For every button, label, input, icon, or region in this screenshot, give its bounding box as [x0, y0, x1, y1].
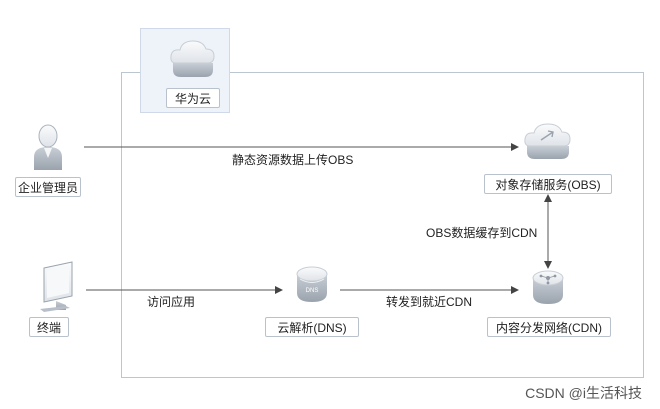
- terminal-label: 终端: [29, 317, 69, 337]
- huawei-cloud-icon: [170, 40, 215, 77]
- admin-person-icon: [34, 124, 62, 170]
- cache-cdn-label: OBS数据缓存到CDN: [426, 226, 538, 240]
- cloud-region-frame: [121, 72, 644, 378]
- enterprise-admin-label: 企业管理员: [15, 177, 81, 197]
- cdn-network-icon: [532, 270, 564, 304]
- dns-icon: DNS: [296, 266, 328, 302]
- obs-label: 对象存储服务(OBS): [484, 174, 612, 194]
- watermark: CSDN @i生活科技: [525, 385, 642, 401]
- forward-cdn-label: 转发到就近CDN: [386, 295, 472, 309]
- upload-obs-label: 静态资源数据上传OBS: [232, 153, 354, 167]
- cdn-label: 内容分发网络(CDN): [487, 317, 611, 337]
- dns-icon-text: DNS: [306, 288, 319, 294]
- dns-label: 云解析(DNS): [265, 317, 359, 337]
- huawei-cloud-label: 华为云: [166, 88, 220, 108]
- obs-storage-icon: [524, 123, 571, 159]
- access-app-label: 访问应用: [147, 295, 196, 309]
- terminal-monitor-icon: [40, 261, 73, 312]
